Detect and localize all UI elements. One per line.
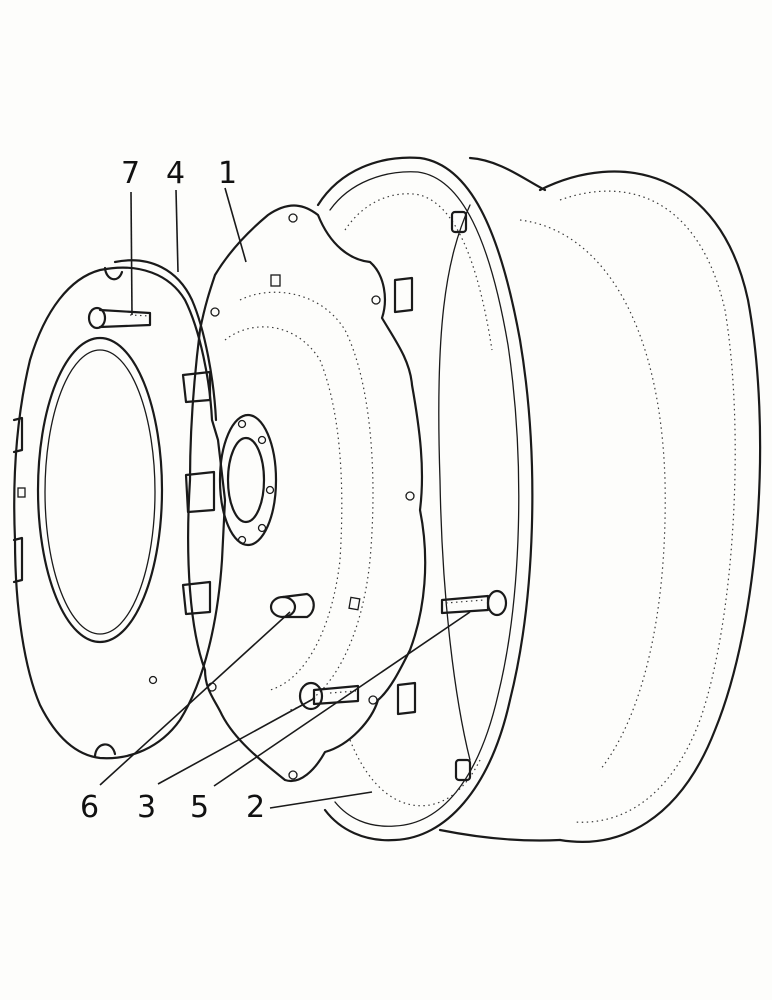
rim-outer-edge: [538, 170, 762, 843]
hub-stud-5: [237, 535, 247, 545]
spacer-body: [281, 592, 315, 619]
weight-hole: [148, 675, 158, 685]
rim-barrel-shading: [519, 219, 666, 771]
weight-lug-mid: [184, 470, 216, 514]
weight-opening-lip: [44, 349, 156, 635]
weight-lug-lower: [181, 580, 212, 616]
callout-7: 7: [121, 156, 140, 191]
disc-hole-5: [288, 770, 298, 780]
disc-hole-6: [207, 682, 217, 692]
weight-side-notch-lower: [12, 536, 24, 584]
bolts: [298, 589, 508, 711]
disc-outline: [187, 204, 427, 783]
leader-4: [175, 189, 179, 273]
rim-flange-shading-top: [344, 193, 493, 351]
weight-square-hole: [17, 487, 26, 498]
leader-6: [99, 611, 291, 786]
rim-lug-bottom: [454, 758, 472, 782]
hub-stud-1: [237, 419, 247, 429]
weight-outline: [13, 266, 227, 760]
rim-front-flange-inner: [329, 171, 520, 827]
disc-shading-1: [239, 291, 374, 711]
weight-notch-bottom: [93, 743, 117, 758]
disc-hole-2: [371, 295, 381, 305]
weight-center-opening: [36, 336, 164, 644]
callout-6: 6: [80, 790, 99, 825]
callout-5: 5: [190, 790, 209, 825]
callout-1: 1: [218, 156, 237, 191]
hub-stud-3: [265, 485, 275, 495]
leader-1: [224, 187, 247, 263]
bolt-5-thread: [445, 599, 485, 604]
disc-hole-1: [288, 213, 298, 223]
rim-bottom-line: [438, 828, 562, 842]
bolt-5-shank: [440, 594, 490, 615]
callout-numbers: 7 4 1 6 3 5 2: [80, 156, 265, 825]
leader-lines: [99, 187, 471, 809]
bolt-7-head: [87, 306, 107, 330]
weight-lug-upper: [181, 370, 212, 404]
rim-lug-top: [450, 210, 468, 234]
leader-3: [157, 697, 316, 785]
callout-3: 3: [137, 790, 156, 825]
callout-2: 2: [246, 790, 265, 825]
rim-bracket-lower: [396, 681, 417, 716]
bolt-7-thread: [129, 314, 151, 317]
weight-side-notch-upper: [12, 416, 24, 454]
disc-shading-2: [224, 326, 343, 691]
hub-stud-2: [257, 435, 267, 445]
wheel-rim: [316, 156, 762, 843]
leader-2: [269, 791, 373, 809]
weight-notch-top: [103, 266, 124, 281]
disc-hole-7: [210, 307, 220, 317]
hub-stud-4: [257, 523, 267, 533]
disc-hole-3: [405, 491, 415, 501]
disc-hole-4: [368, 695, 378, 705]
disc-square-hole-top: [270, 274, 281, 287]
bolt-5-head: [486, 589, 508, 617]
leader-5: [213, 611, 471, 787]
rim-flange-shading-bottom: [349, 739, 481, 807]
weight-rim-top: [113, 259, 218, 422]
rim-bracket-upper: [393, 276, 414, 314]
wheel-disc: [187, 204, 427, 783]
spacer-end: [269, 595, 297, 619]
rim-barrel-inner: [438, 204, 471, 761]
bolt-3-head: [298, 681, 324, 711]
callout-4: 4: [166, 156, 185, 191]
disc-hub-bore: [226, 436, 266, 524]
wheel-weight: [12, 259, 227, 760]
disc-square-hole-bottom: [348, 596, 361, 611]
leader-7: [130, 191, 133, 316]
bolt-7-shank: [98, 308, 152, 329]
rim-top-line: [468, 156, 547, 192]
rim-front-flange-outer: [316, 156, 534, 842]
disc-hub-flange: [218, 413, 278, 547]
rim-outer-shading: [559, 190, 736, 823]
